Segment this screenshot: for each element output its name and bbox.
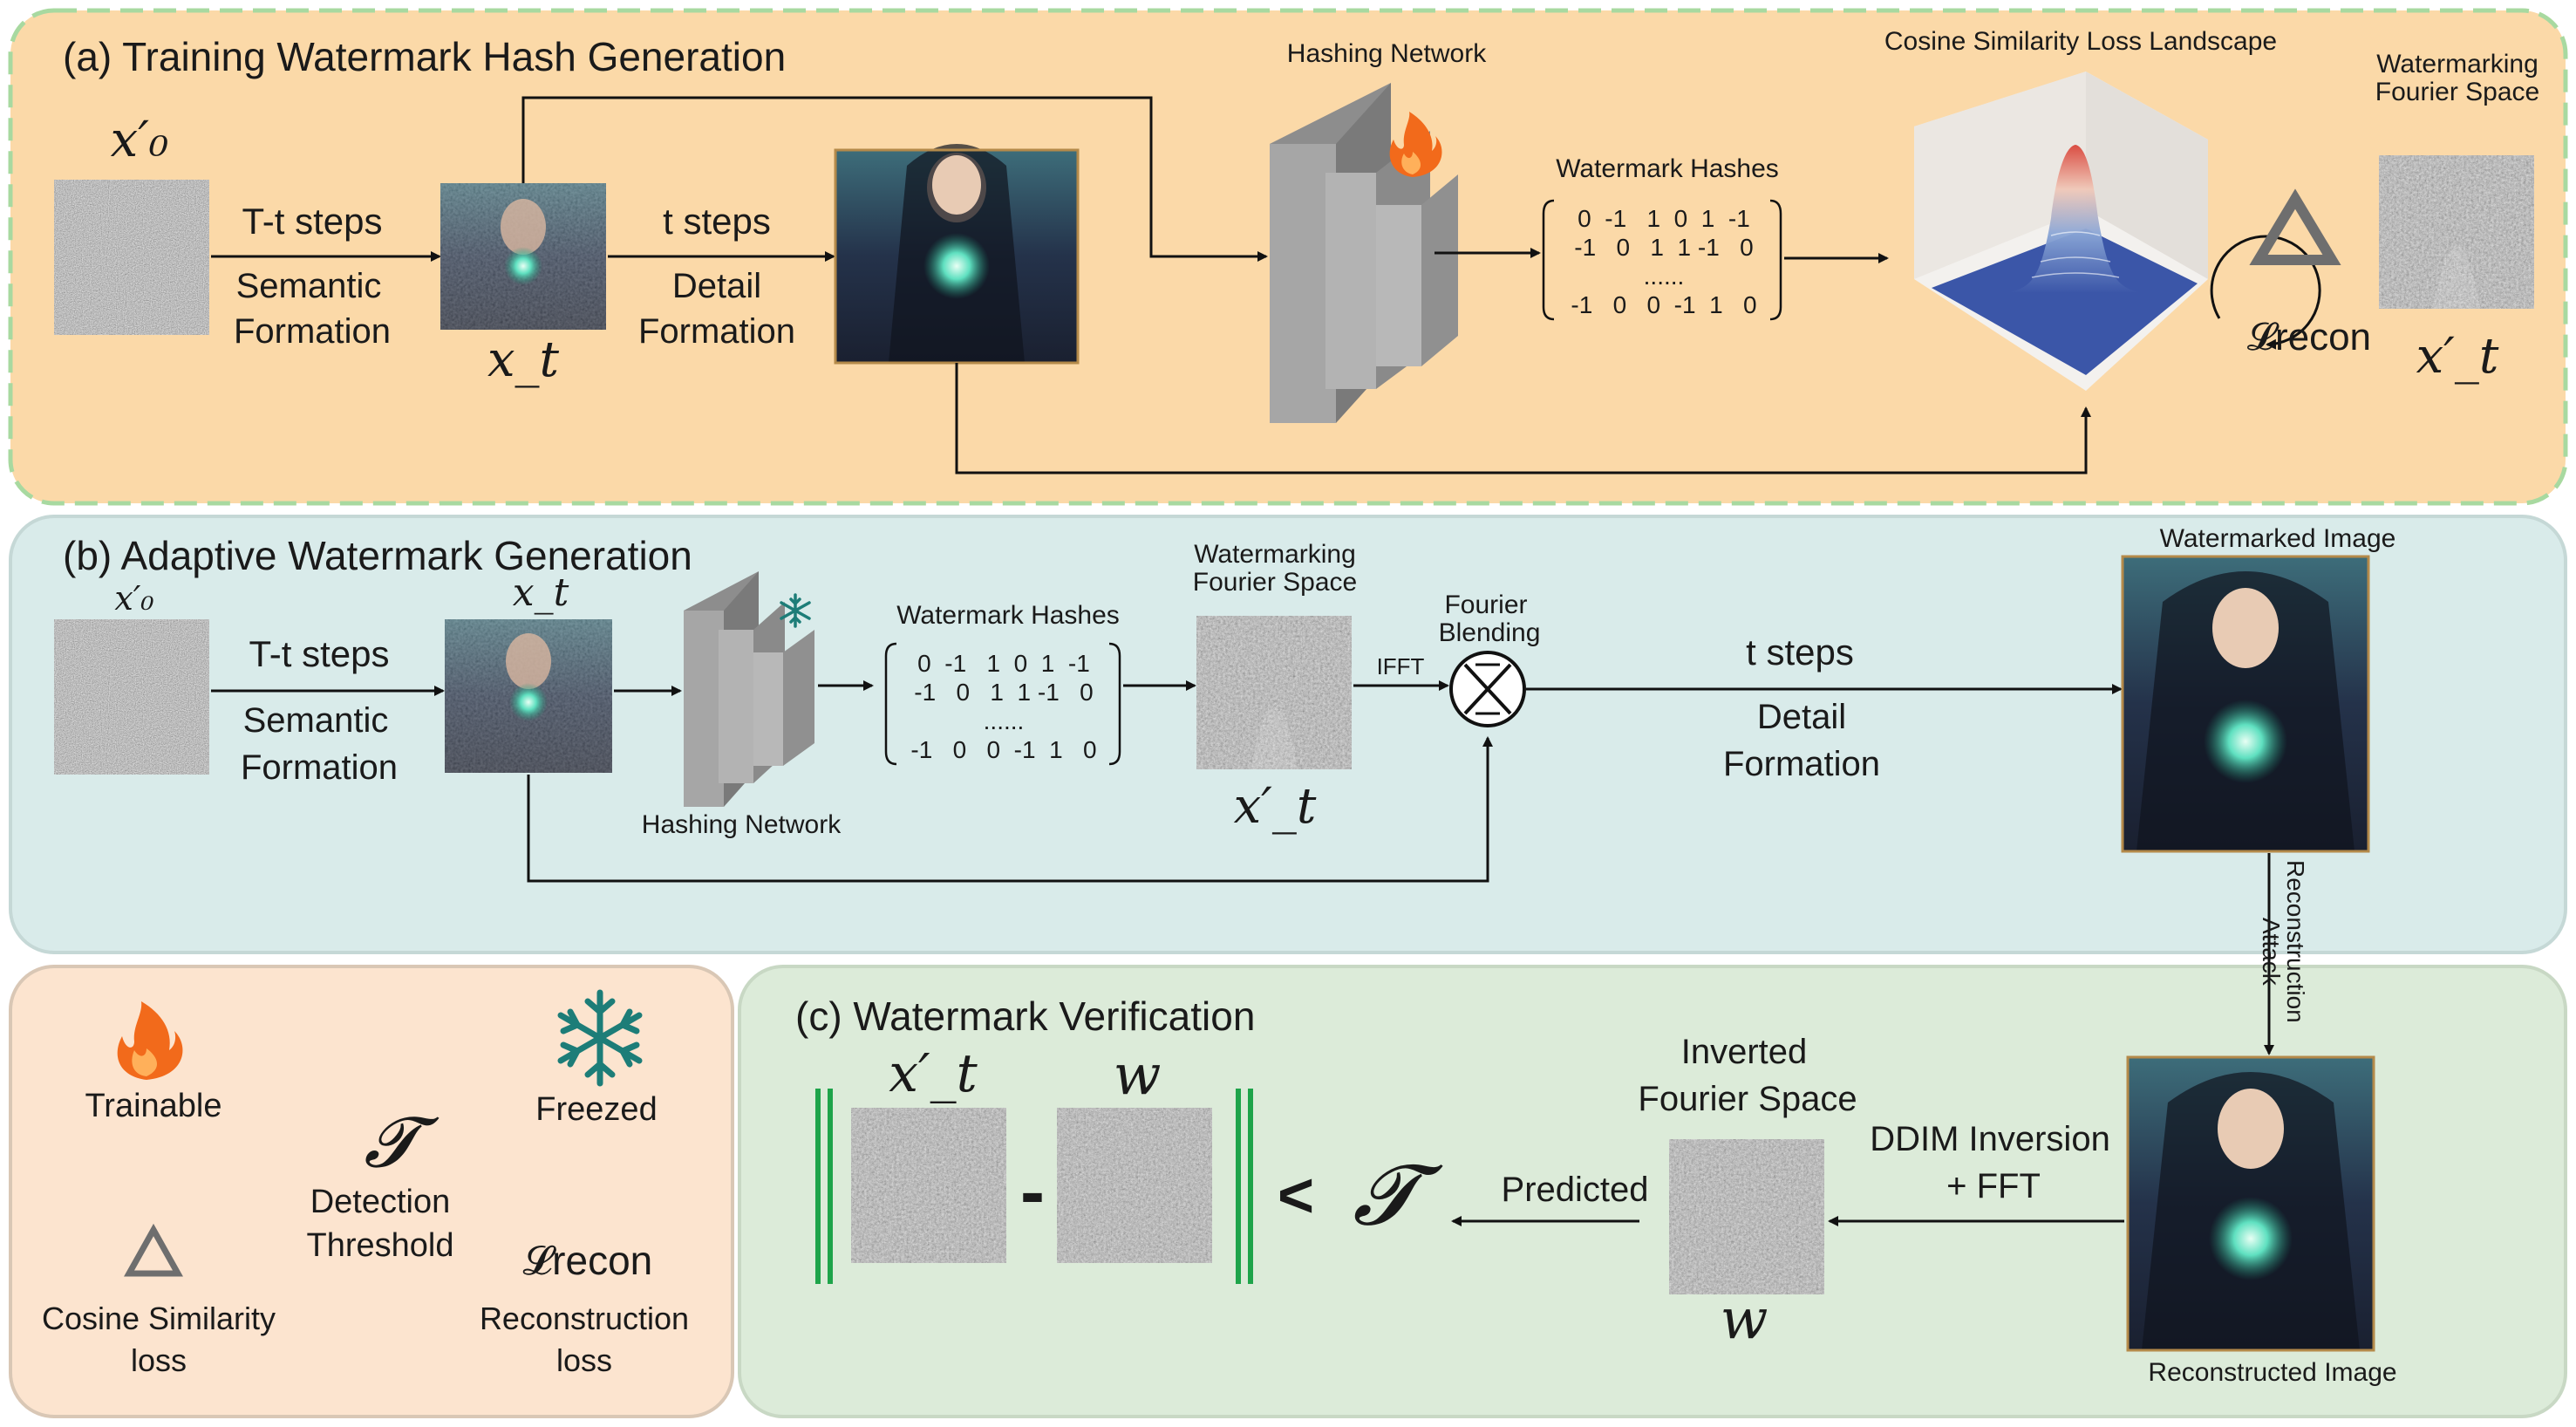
panel-b-title: (b) Adaptive Watermark Generation — [63, 533, 692, 578]
legend-frame — [9, 965, 734, 1418]
b-blending-2: Blending — [1438, 618, 1541, 647]
legend-reconstruction-1: Reconstruction — [479, 1301, 690, 1336]
legend-snowflake-icon — [557, 989, 643, 1087]
b-step1-sub-1: Semantic — [242, 701, 389, 740]
a-cosine-title: Cosine Similarity Loss Landscape — [1884, 27, 2278, 56]
b-matrix-row-3: ...... — [983, 707, 1025, 734]
a-step2-sub-1: Detail — [671, 267, 762, 305]
legend-trainable: Trainable — [85, 1088, 222, 1124]
legend-lrecon: 𝓛recon — [522, 1238, 653, 1283]
detailed-image-a — [834, 144, 1080, 365]
hashing-network-b — [684, 571, 814, 807]
xt-image-b — [445, 619, 612, 773]
legend-tau: 𝓣 — [364, 1102, 418, 1183]
legend-cosine-2: loss — [130, 1342, 187, 1378]
b-hashing-network-label: Hashing Network — [641, 810, 842, 839]
noise-image-a — [54, 180, 209, 335]
a-lrecon-label: 𝓛recon — [2246, 316, 2372, 358]
b-matrix-row-1: 0 -1 1 0 1 -1 — [917, 650, 1090, 677]
xt-prime-image-c — [851, 1108, 1006, 1263]
a-xt-prime-label: x′_t — [2416, 328, 2499, 385]
legend-cosine-1: Cosine Similarity — [41, 1301, 276, 1336]
a-matrix-row-3: ...... — [1643, 263, 1685, 290]
c-ddim-1: DDIM Inversion — [1870, 1120, 2110, 1158]
xt-image-a — [440, 183, 606, 330]
b-matrix-row-2: -1 0 1 1 -1 0 — [914, 679, 1094, 706]
legend-detection-2: Threshold — [306, 1227, 454, 1264]
b-blending-1: Fourier — [1444, 591, 1528, 619]
panel-a-title: (a) Training Watermark Hash Generation — [63, 34, 787, 79]
c-w-label: w — [1113, 1043, 1162, 1108]
a-matrix-row-2: -1 0 1 1 -1 0 — [1574, 234, 1754, 261]
b-fourier-title-2: Fourier Space — [1192, 568, 1358, 597]
c-inverted-2: Fourier Space — [1638, 1080, 1857, 1118]
b-xt-prime-label: x′_t — [1233, 778, 1317, 835]
snowflake-icon — [780, 593, 811, 628]
legend-fire-icon — [117, 1001, 183, 1080]
b-hash-matrix: 0 -1 1 0 1 -1-1 0 1 1 -1 0......-1 0 0 -… — [902, 649, 1106, 764]
b-fourier-title-1: Watermarking — [1194, 540, 1356, 569]
c-xt-prime-label: x′_t — [889, 1043, 978, 1104]
fourier-image-b — [1196, 616, 1352, 769]
hashing-network-a — [1270, 83, 1458, 423]
c-tau: 𝓣 — [1353, 1146, 1417, 1244]
c-minus: - — [1020, 1150, 1045, 1232]
legend-reconstruction-2: loss — [555, 1342, 613, 1378]
legend-triangle-icon — [124, 1223, 183, 1277]
noise-image-b — [54, 619, 209, 775]
legend-detection-1: Detection — [310, 1184, 451, 1220]
b-step1-sub-2: Formation — [240, 748, 399, 787]
c-w-bottom-label: w — [1720, 1287, 1768, 1352]
panel-c-frame — [738, 965, 2567, 1418]
a-fourier-title-2: Fourier Space — [2375, 78, 2540, 106]
a-matrix-row-4: -1 0 0 -1 1 0 — [1571, 291, 1757, 318]
xt-label-a: x_t — [487, 331, 560, 388]
xt-label-b: x_t — [512, 570, 569, 615]
c-reconstructed-image-label: Reconstructed Image — [2148, 1358, 2397, 1387]
b-watermarked-image-label: Watermarked Image — [2159, 524, 2396, 553]
b-step2-label: t steps — [1746, 632, 1854, 673]
w-image-c — [1057, 1108, 1212, 1263]
inverted-fourier-image — [1669, 1139, 1824, 1294]
a-watermark-hashes-label: Watermark Hashes — [1556, 154, 1779, 183]
fourier-blending-operator — [1449, 651, 1526, 727]
c-inverted-1: Inverted — [1680, 1033, 1808, 1071]
a-hash-matrix: 0 -1 1 0 1 -1-1 0 1 1 -1 0......-1 0 0 -… — [1561, 204, 1767, 319]
b-step2-sub-2: Formation — [1722, 745, 1881, 783]
c-ddim-2: + FFT — [1946, 1167, 2041, 1205]
b-watermark-hashes-label: Watermark Hashes — [896, 601, 1120, 630]
x0-prime-label-a: x′₀ — [110, 112, 169, 168]
panel-c-title: (c) Watermark Verification — [795, 993, 1256, 1039]
a-matrix-row-1: 0 -1 1 0 1 -1 — [1578, 205, 1750, 232]
a-step2-label: t steps — [663, 201, 771, 242]
fourier-image-a — [2379, 155, 2534, 309]
a-step2-sub-2: Formation — [637, 312, 796, 351]
x0-prime-label-b: x′₀ — [114, 579, 154, 618]
cosine-landscape-plot — [1914, 72, 2208, 391]
c-less-than: < — [1277, 1161, 1315, 1231]
b-ifft-label: IFFT — [1376, 653, 1425, 679]
cosine-triangle-icon — [2210, 188, 2341, 350]
legend-freezed: Freezed — [535, 1091, 658, 1128]
watermarked-image — [2121, 555, 2370, 853]
c-predicted-label: Predicted — [1501, 1171, 1649, 1209]
b-attack-2: Attack — [2258, 918, 2285, 986]
a-hashing-network-label: Hashing Network — [1286, 39, 1487, 68]
b-step2-sub-1: Detail — [1756, 698, 1847, 736]
a-step1-sub-2: Formation — [233, 312, 392, 351]
a-step1-label: T-t steps — [242, 201, 383, 242]
a-step1-sub-1: Semantic — [235, 267, 382, 305]
b-step1-label: T-t steps — [249, 633, 390, 674]
fire-icon — [1389, 112, 1442, 177]
norm-bars — [815, 1089, 1253, 1284]
a-fourier-title-1: Watermarking — [2376, 50, 2539, 79]
b-matrix-row-4: -1 0 0 -1 1 0 — [910, 736, 1097, 763]
reconstructed-image — [2126, 1055, 2375, 1352]
